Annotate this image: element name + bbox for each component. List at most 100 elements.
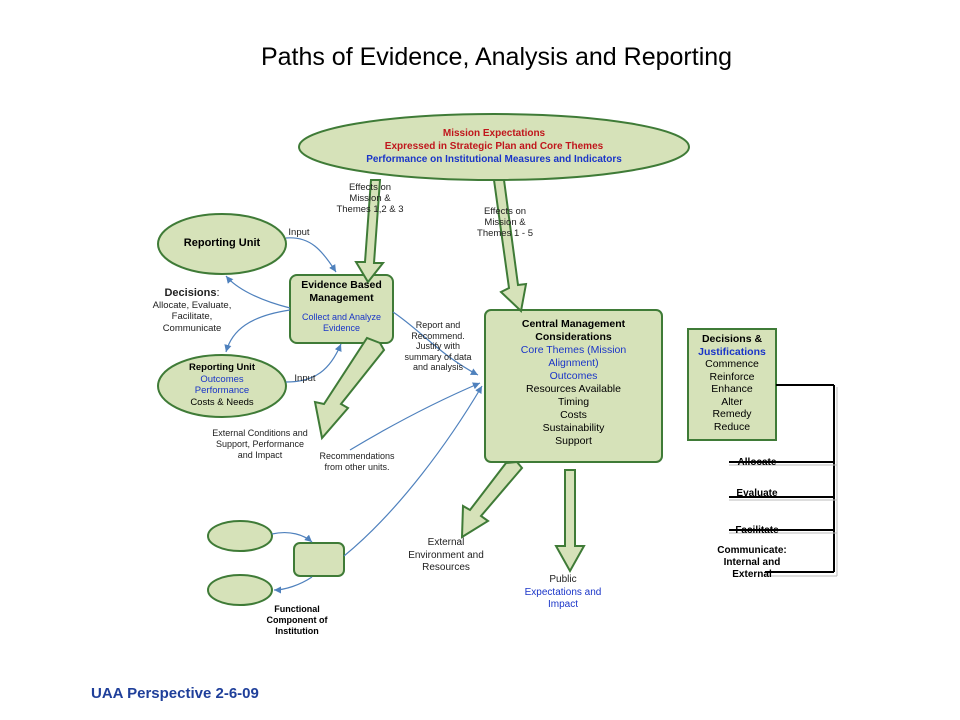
effects-left-line3: Themes 1,2 & 3 [336,204,404,215]
external-env-line3: Resources [422,562,470,573]
functional-to-central-line [343,385,483,557]
external-conditions-line3: and Impact [237,450,283,460]
reporting-unit-top-label: Reporting Unit [183,237,261,249]
report-line1: Report and [415,320,461,330]
recommendations-line2: from other units. [324,462,390,472]
effects-arrow-right [492,179,528,313]
decisions-left-heading: Decisions [164,287,217,299]
external-conditions-line2: Support, Performance [215,439,305,449]
evidence-to-bottom-unit [224,309,291,353]
decisions-title2: Justifications [698,345,766,358]
effects-left-label: Effects on Mission & Themes 1,2 & 3 [325,182,415,215]
reporting-unit-bottom-line3: Costs & Needs [190,396,254,408]
public-line1: Public [549,574,577,585]
decisions-item: Reduce [713,420,751,433]
public-line3: Impact [547,599,578,610]
central-blue3: Outcomes [549,370,598,382]
facilitate-label: Facilitate [735,525,779,536]
external-env-arrow [460,460,524,539]
effects-right-line3: Themes 1 - 5 [477,228,533,239]
decisions-left-line1: Allocate, Evaluate, [152,299,232,311]
central-blue2: Alignment) [548,357,599,369]
functional-line2: Component of [266,615,328,625]
effects-left-line2: Mission & [349,193,391,204]
decisions-left-line2: Facilitate, [171,311,213,322]
decisions-left-text: Decisions: Allocate, Evaluate, Facilitat… [137,287,247,334]
public-line2: Expectations and [524,586,602,598]
effects-left-line1: Effects on [348,182,392,193]
central-box [484,309,663,463]
evidence-title2: Management [309,291,374,304]
decisions-item: Alter [721,395,743,408]
reporting-unit-bottom-ellipse [157,354,287,418]
report-line3: Justify with [415,341,460,351]
external-env-line1: External [427,537,465,548]
recommendations-label: Recommendations from other units. [312,451,402,473]
central-item: Costs [560,409,587,421]
external-conditions-label: External Conditions and Support, Perform… [198,428,322,461]
functional-ellipse-top [207,520,273,552]
input-top-line [285,237,337,273]
mission-line3: Performance on Institutional Measures an… [366,154,622,165]
effects-arrow-left [354,179,386,284]
report-line2: Recommend. [411,330,465,341]
central-blue1: Core Themes (Mission [520,344,627,356]
central-title2: Considerations [535,331,612,343]
report-line [392,311,479,376]
report-line4: summary of data [404,351,472,362]
report-line5: and analysis [412,362,464,372]
functional-box [293,542,345,577]
central-title1: Central Management [521,318,626,330]
input-top-label: Input [288,227,310,238]
recommendations-line [349,382,481,451]
mission-line2: Expressed in Strategic Plan and Core The… [384,141,604,152]
evaluate-label: Evaluate [736,488,778,499]
central-item: Resources Available [526,383,621,395]
mission-text: Mission Expectations Expressed in Strate… [340,127,648,166]
outcome-bracket [729,384,835,573]
central-box-text: Central Management Considerations Core T… [485,318,662,448]
outcome-bracket-shadow [729,387,838,577]
recommendations-line1: Recommendations [319,451,395,461]
evidence-sub2: Evidence [322,323,361,333]
decisions-item: Reinforce [709,370,755,383]
communicate-label: Communicate: Internal and External [702,545,802,581]
public-arrow [554,469,586,574]
decisions-left-colon: : [216,287,220,299]
evidence-box [289,274,394,344]
central-item: Sustainability [542,422,605,434]
central-item: Support [555,435,592,447]
external-env-line2: Environment and [408,549,484,561]
public-label: Public Expectations and Impact [513,574,613,612]
communicate-line2: Internal and [723,557,781,568]
effects-right-label: Effects on Mission & Themes 1 - 5 [465,206,545,239]
evidence-title1: Evidence Based [301,279,382,291]
report-label: Report and Recommend. Justify with summa… [398,320,478,373]
reporting-unit-bottom-title: Reporting Unit [189,362,255,373]
footer-text: UAA Perspective 2-6-09 [91,685,259,702]
functional-box-to-bottom [273,576,313,594]
functional-top-to-box [271,531,313,543]
functional-line3: Institution [275,626,319,636]
effects-right-line2: Mission & [484,217,526,228]
functional-label: Functional Component of Institution [252,604,342,637]
reporting-unit-bottom-text: Reporting Unit Outcomes Performance Cost… [160,362,284,408]
page-title: Paths of Evidence, Analysis and Reportin… [260,43,733,71]
functional-ellipse-bottom [207,574,273,606]
evidence-box-text: Evidence Based Management Collect and An… [290,279,393,334]
evidence-sub1: Collect and Analyze [301,312,382,322]
reporting-unit-bottom-line2: Performance [194,385,250,396]
evidence-to-top-unit [225,275,291,309]
mission-line1: Mission Expectations [442,128,546,139]
decisions-item: Commence [705,358,759,370]
input-bottom-line [285,343,342,383]
external-conditions-line1: External Conditions and [212,428,308,438]
external-conditions-arrow [313,336,386,441]
communicate-line1: Communicate: [717,545,787,556]
decisions-title1: Decisions & [701,333,763,345]
functional-line1: Functional [274,604,320,614]
input-bottom-label: Input [294,373,316,384]
decisions-item: Remedy [712,408,752,420]
effects-right-line1: Effects on [483,206,527,217]
